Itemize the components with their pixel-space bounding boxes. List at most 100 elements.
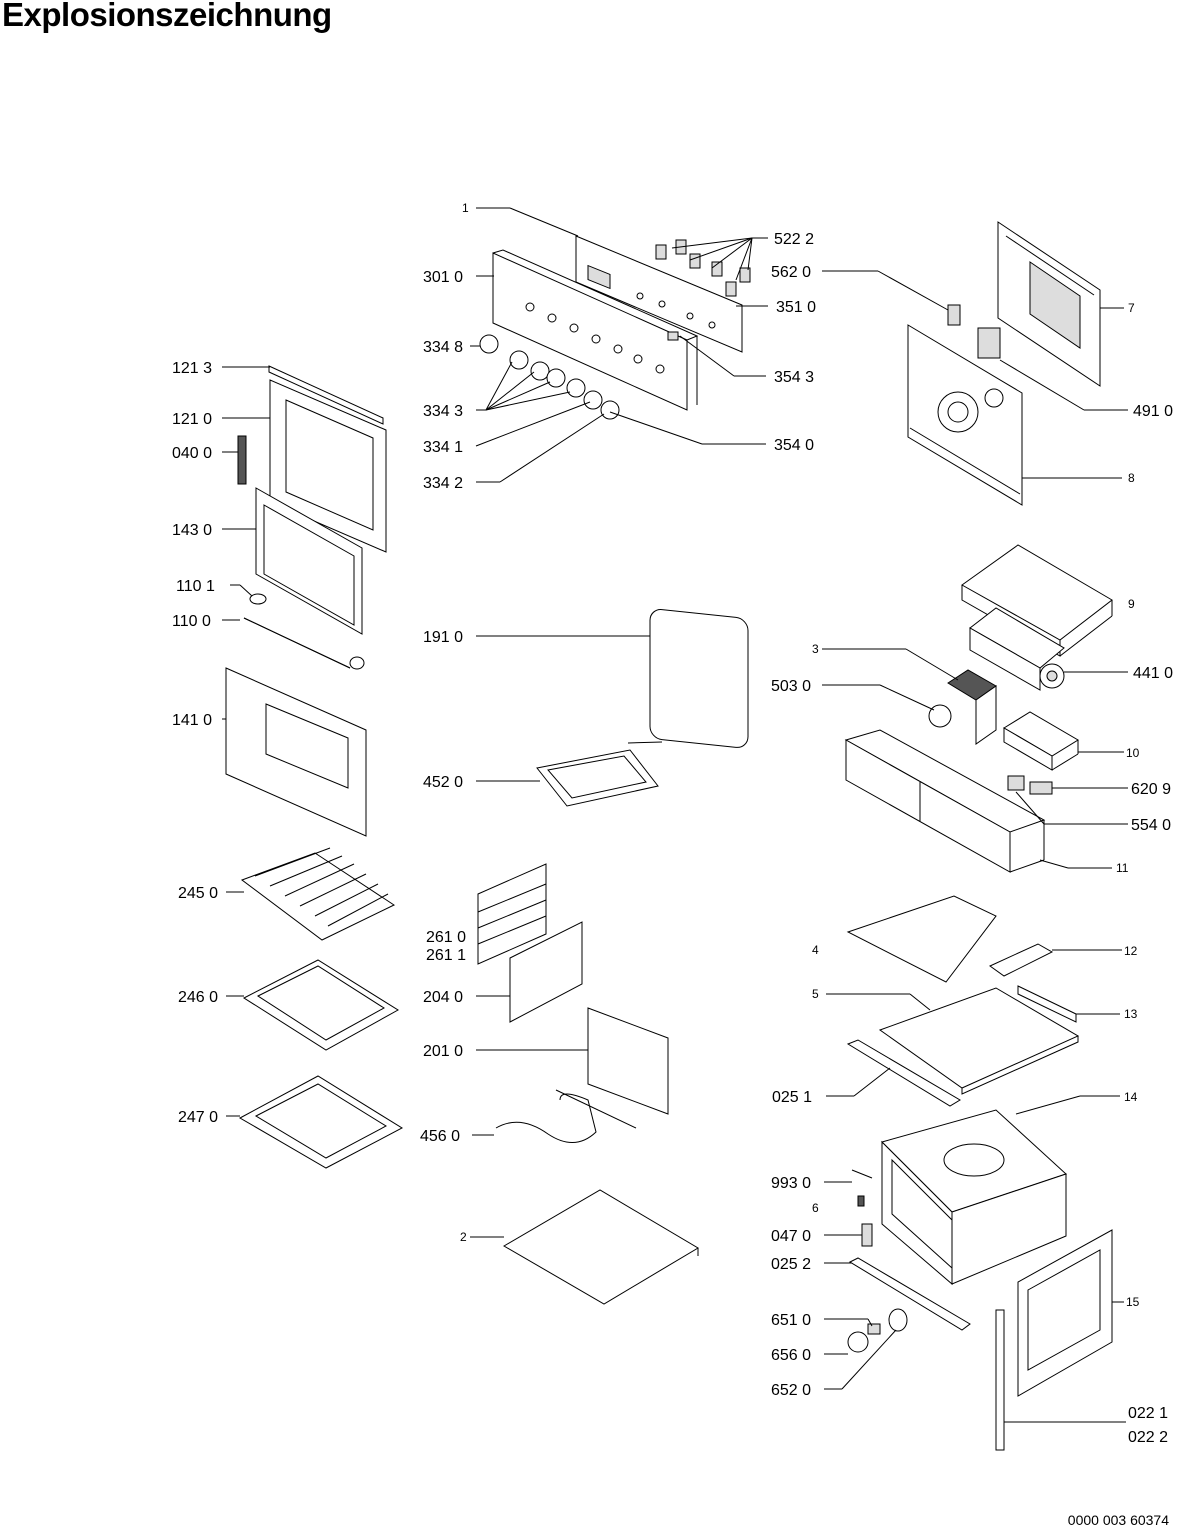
label-620-9: 620 9 bbox=[1131, 781, 1171, 798]
small-part-562-0 bbox=[947, 304, 961, 326]
label-3: 3 bbox=[812, 642, 819, 656]
fan-motor-441-0 bbox=[969, 607, 1065, 691]
label-993-0: 993 0 bbox=[771, 1175, 811, 1192]
label-204-0: 204 0 bbox=[423, 989, 463, 1006]
bottom-plate-2 bbox=[503, 1189, 699, 1305]
front-fascia bbox=[492, 249, 699, 411]
door-hinge-040-0 bbox=[237, 435, 247, 485]
label-025-2: 025 2 bbox=[771, 1256, 811, 1273]
inner-glass-143-0 bbox=[255, 487, 363, 635]
lamp-parts-65x bbox=[847, 1308, 908, 1353]
label-651-0: 651 0 bbox=[771, 1312, 811, 1329]
fan-wheel-503-0 bbox=[928, 704, 952, 728]
label-15: 15 bbox=[1126, 1295, 1140, 1309]
label-7: 7 bbox=[1128, 301, 1135, 315]
page-title: Explosionszeichnung bbox=[2, 0, 332, 33]
label-143-0: 143 0 bbox=[172, 522, 212, 539]
base-plate-5 bbox=[878, 987, 1080, 1095]
label-11: 11 bbox=[1116, 861, 1129, 875]
label-334-8: 334 8 bbox=[423, 339, 463, 356]
label-354-3: 354 3 bbox=[774, 369, 814, 386]
label-656-0: 656 0 bbox=[771, 1347, 811, 1364]
label-12: 12 bbox=[1124, 944, 1138, 958]
baking-tray-246-0 bbox=[242, 959, 399, 1051]
label-8: 8 bbox=[1128, 471, 1135, 485]
door-frame-121-0 bbox=[269, 379, 387, 553]
fan-cover-8 bbox=[907, 324, 1023, 506]
top-heating-element bbox=[536, 741, 663, 807]
label-261-0: 261 0 bbox=[426, 929, 466, 946]
control-knobs bbox=[479, 334, 620, 420]
label-121-3: 121 3 bbox=[172, 360, 212, 377]
screw-993-0 bbox=[851, 1169, 873, 1179]
label-6: 6 bbox=[812, 1201, 819, 1215]
label-652-0: 652 0 bbox=[771, 1382, 811, 1399]
label-554-0: 554 0 bbox=[1131, 817, 1171, 834]
clip-6 bbox=[857, 1195, 865, 1207]
label-040-0: 040 0 bbox=[172, 445, 212, 462]
door-handle-110 bbox=[243, 593, 365, 670]
fan-grille-3 bbox=[947, 669, 997, 745]
label-247-0: 247 0 bbox=[178, 1109, 218, 1126]
label-2: 2 bbox=[460, 1230, 467, 1244]
bracket-12 bbox=[989, 943, 1054, 977]
label-261-1: 261 1 bbox=[426, 947, 466, 964]
label-047-0: 047 0 bbox=[771, 1228, 811, 1245]
fascia-holes bbox=[525, 302, 665, 374]
label-503-0: 503 0 bbox=[771, 678, 811, 695]
label-245-0: 245 0 bbox=[178, 885, 218, 902]
label-025-1: 025 1 bbox=[772, 1089, 812, 1106]
leader-lines bbox=[222, 207, 1128, 1423]
label-110-0: 110 0 bbox=[172, 613, 211, 630]
wire-shelf-245-0 bbox=[240, 847, 396, 941]
label-351-0: 351 0 bbox=[776, 299, 816, 316]
label-9: 9 bbox=[1128, 597, 1135, 611]
label-191-0: 191 0 bbox=[423, 629, 463, 646]
part-labels: 1 522 2 301 0 562 0 351 0 7 334 8 354 3 … bbox=[172, 201, 1173, 1446]
part-491-0 bbox=[977, 327, 1001, 359]
door-top-strip bbox=[268, 365, 384, 425]
label-13: 13 bbox=[1124, 1007, 1138, 1021]
back-panel-201-0 bbox=[587, 1007, 669, 1115]
front-frame-11 bbox=[844, 729, 1046, 873]
rear-panel-7 bbox=[997, 221, 1101, 387]
label-452-0: 452 0 bbox=[423, 774, 463, 791]
label-110-1: 110 1 bbox=[176, 578, 215, 595]
label-522-2: 522 2 bbox=[774, 231, 814, 248]
bracket-13 bbox=[1017, 985, 1077, 1023]
rail-025-2 bbox=[848, 1257, 971, 1331]
label-491-0: 491 0 bbox=[1133, 403, 1173, 420]
label-246-0: 246 0 bbox=[178, 989, 218, 1006]
label-334-2: 334 2 bbox=[423, 475, 463, 492]
label-562-0: 562 0 bbox=[771, 264, 811, 281]
door-seal-191-0 bbox=[649, 609, 749, 748]
control-panel-bracket bbox=[575, 235, 743, 353]
side-panel-204-0 bbox=[509, 921, 583, 1023]
bottom-heating-element-456-0 bbox=[495, 1089, 637, 1143]
label-14: 14 bbox=[1124, 1090, 1138, 1104]
oven-cavity bbox=[881, 1109, 1067, 1286]
label-1: 1 bbox=[462, 201, 469, 215]
side-wall-15 bbox=[1017, 1229, 1113, 1397]
label-301-0: 301 0 bbox=[423, 269, 463, 286]
label-354-0: 354 0 bbox=[774, 437, 814, 454]
label-141-0: 141 0 bbox=[172, 712, 212, 729]
label-022-1: 022 1 bbox=[1128, 1405, 1168, 1422]
label-456-0: 456 0 bbox=[420, 1128, 460, 1145]
label-022-2: 022 2 bbox=[1128, 1429, 1168, 1446]
rod-14 bbox=[1015, 1095, 1081, 1115]
small-part-354-3 bbox=[667, 331, 679, 341]
rail-025-1 bbox=[846, 1039, 961, 1107]
outer-glass-141-0 bbox=[225, 667, 367, 837]
terminal-box-10 bbox=[1003, 711, 1079, 771]
side-rails-261 bbox=[477, 863, 547, 965]
label-441-0: 441 0 bbox=[1133, 665, 1173, 682]
label-334-3: 334 3 bbox=[423, 403, 463, 420]
label-334-1: 334 1 bbox=[423, 439, 463, 456]
label-4: 4 bbox=[812, 943, 819, 957]
label-201-0: 201 0 bbox=[423, 1043, 463, 1060]
side-plate-4 bbox=[846, 895, 997, 983]
label-5: 5 bbox=[812, 987, 819, 1001]
deep-tray-247-0 bbox=[238, 1075, 404, 1169]
